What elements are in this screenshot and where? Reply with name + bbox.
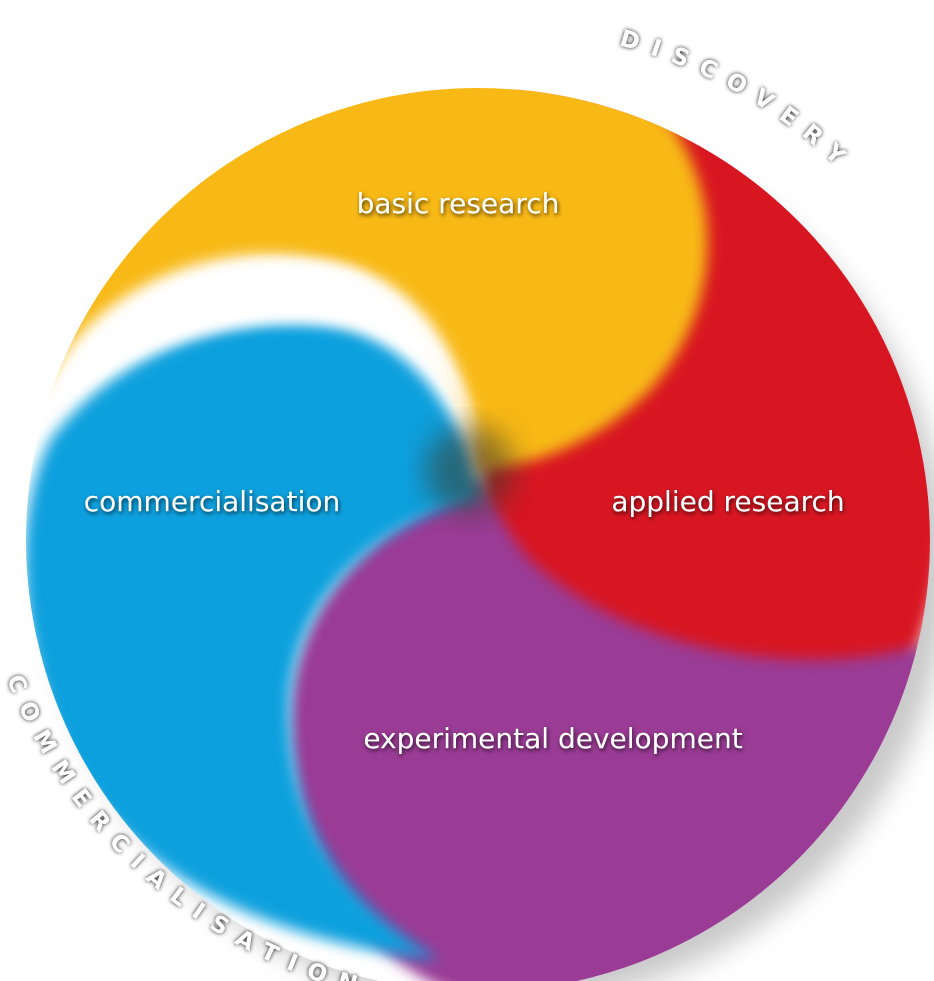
white-crescent-gap (40, 262, 480, 460)
center-hub (425, 425, 515, 515)
experimental-development-segment (290, 480, 930, 981)
commercialisation-segment-label: commercialisation (84, 485, 340, 518)
basic-research-label: basic research (357, 187, 560, 220)
basic-research-segment (26, 88, 708, 470)
applied-research-label: applied research (611, 485, 844, 518)
commercialisation-segment (26, 322, 478, 960)
experimental-development-label: experimental development (363, 722, 742, 755)
